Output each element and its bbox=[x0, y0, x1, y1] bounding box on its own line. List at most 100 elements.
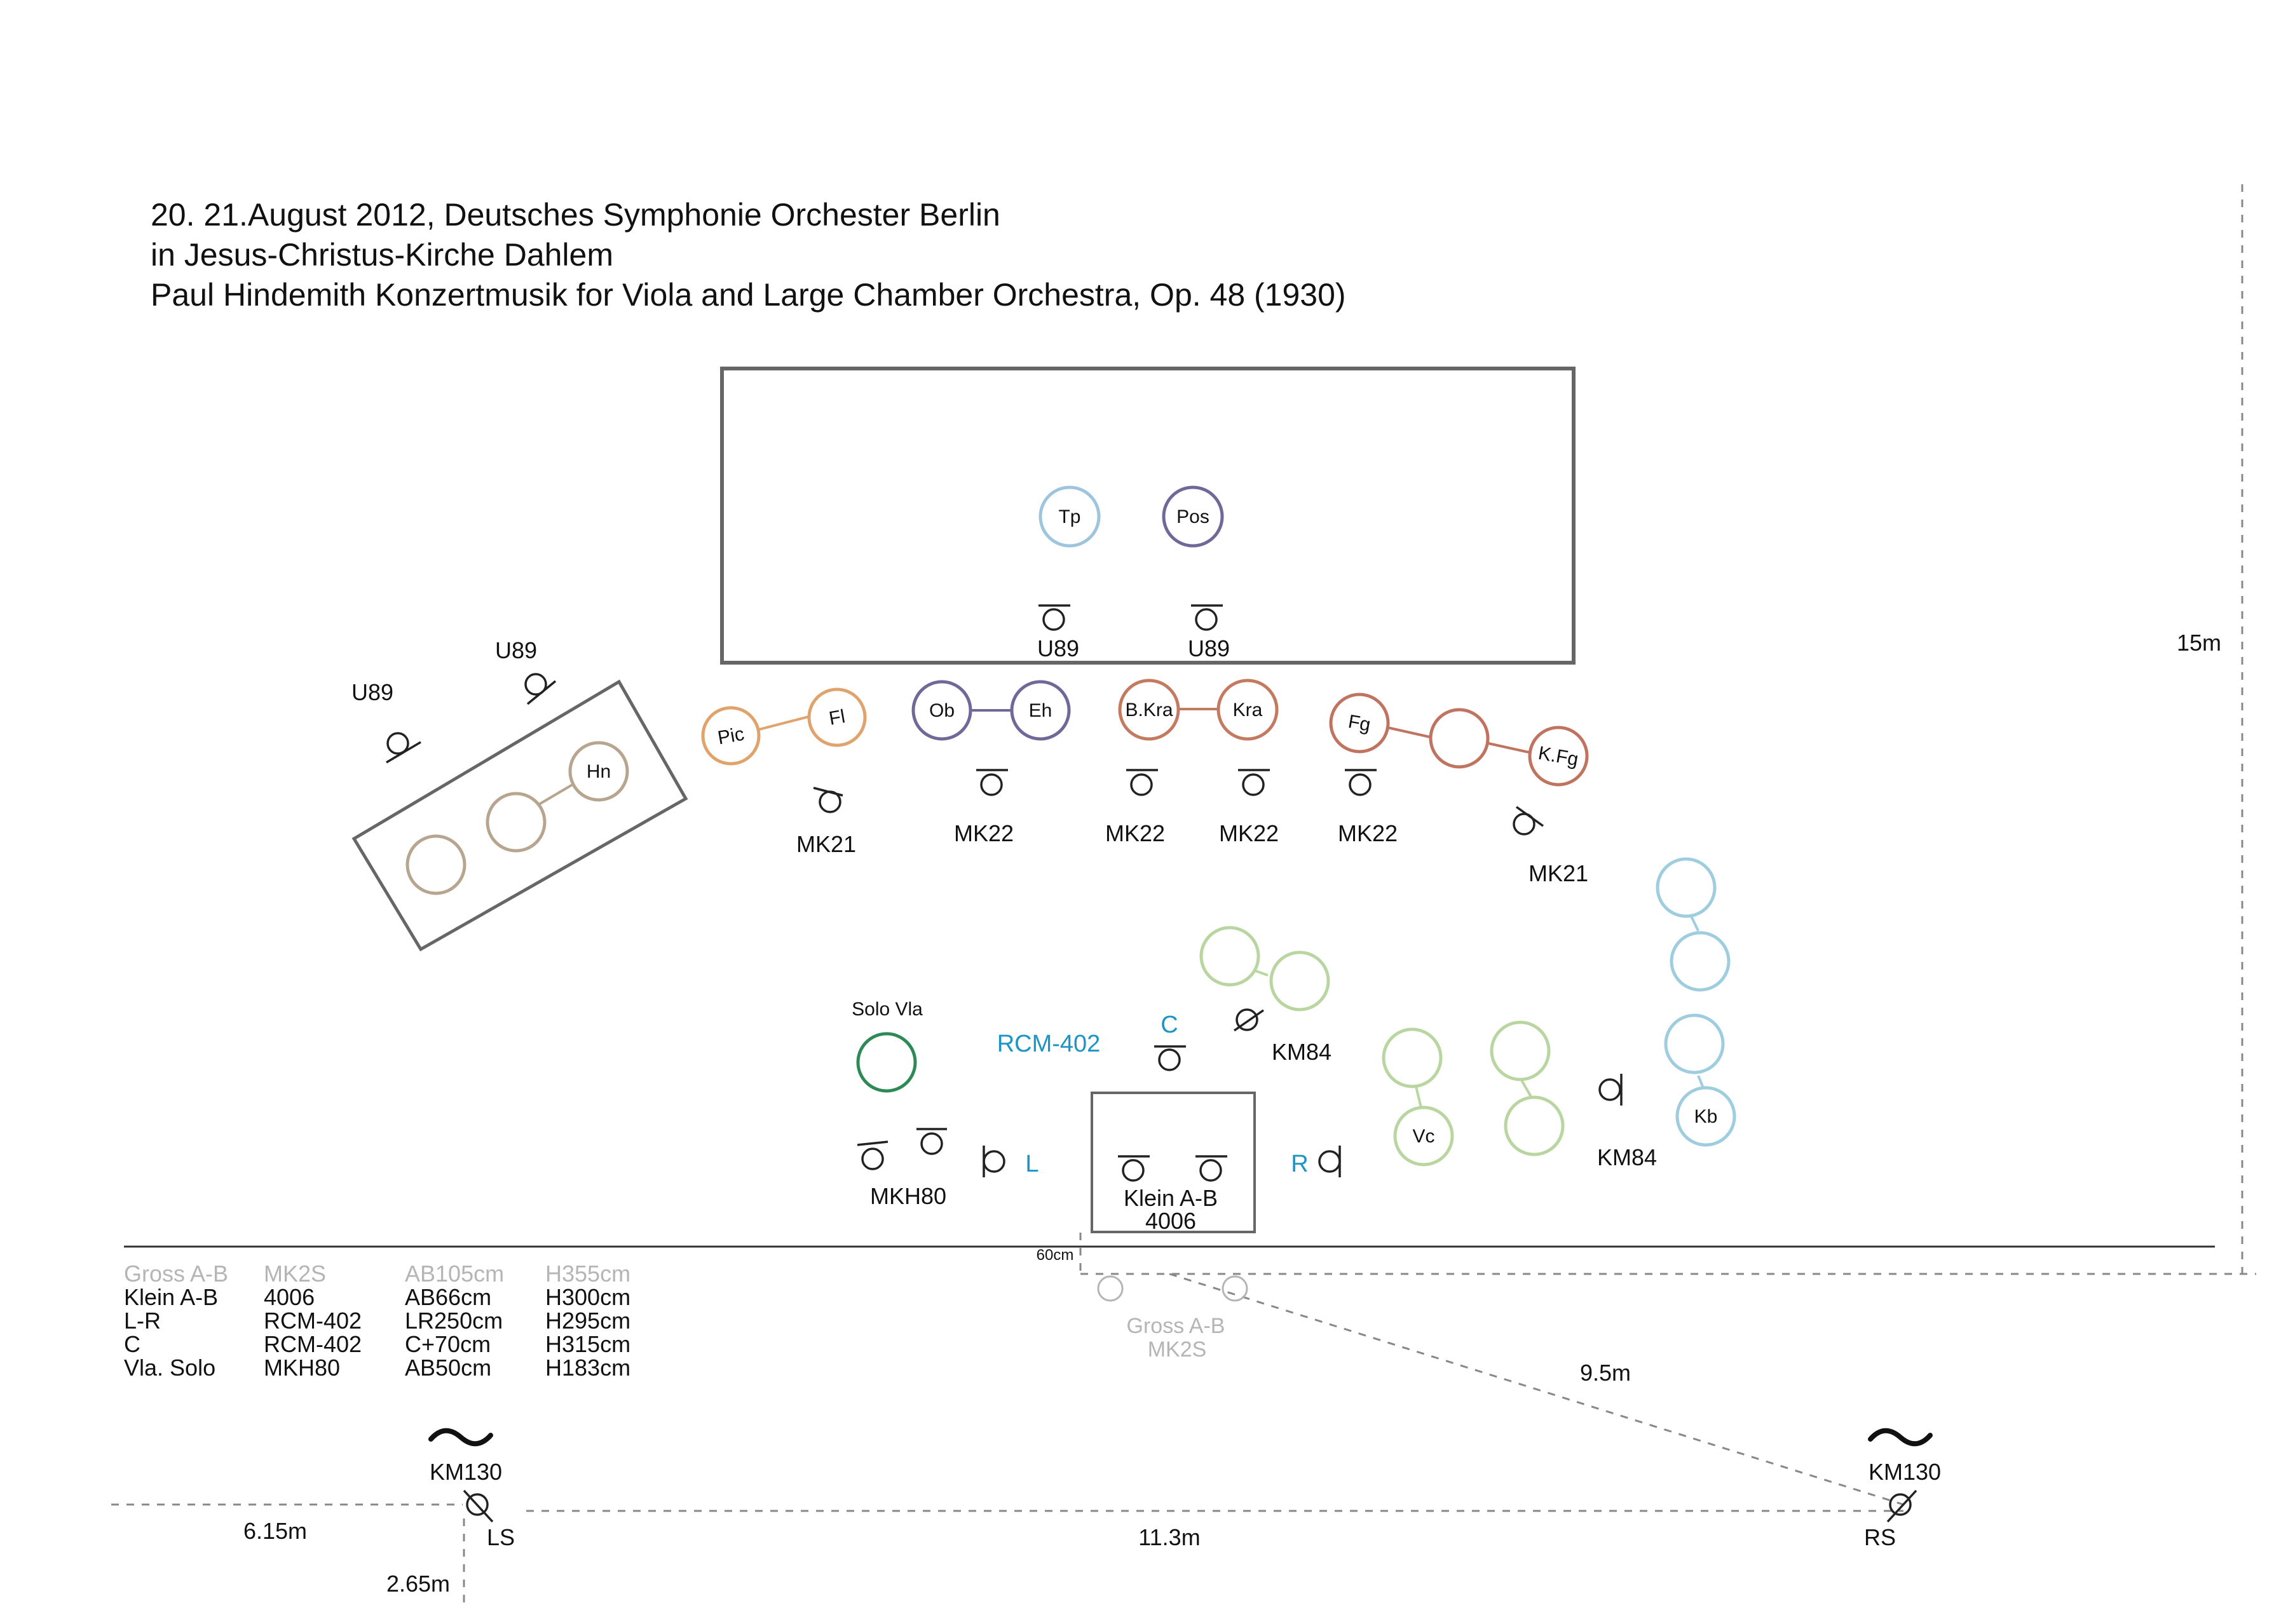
oboe-circle bbox=[911, 680, 972, 741]
mic-labels: U89 U89 U89 U89 MK21 MK22 MK22 MK22 MK22… bbox=[351, 635, 1941, 1550]
title-line-1: 20. 21.August 2012, Deutsches Symphonie … bbox=[151, 197, 1000, 233]
dim-left: 6.15m bbox=[243, 1518, 307, 1544]
horn-circle-3 bbox=[405, 834, 466, 895]
label-km84-upper: KM84 bbox=[1272, 1039, 1331, 1065]
klein-ab-box bbox=[1091, 1092, 1256, 1233]
km130-symbols bbox=[428, 1428, 1933, 1447]
gross-ab-labels: Gross A-B MK2S bbox=[1127, 1314, 1225, 1362]
mic-klein-left-icon bbox=[1118, 1155, 1150, 1182]
dim-diag: 9.5m bbox=[1580, 1360, 1631, 1386]
label-l: L bbox=[1025, 1151, 1038, 1177]
horn-riser bbox=[351, 679, 688, 952]
spec-cell-r1-c2: AB66cm bbox=[405, 1284, 491, 1310]
mic-mk22-fg-icon bbox=[1345, 769, 1377, 796]
label-bkra: B.Kra bbox=[1125, 700, 1173, 721]
spec-cell-r1-c3: H300cm bbox=[545, 1284, 630, 1310]
label-fg: Fg bbox=[1347, 711, 1372, 736]
label-ls: LS bbox=[487, 1524, 515, 1550]
mic-km84-upper-icon bbox=[1234, 1008, 1264, 1032]
contrabassoon-circle bbox=[1528, 726, 1589, 787]
spec-cell-r3-c1: RCM-402 bbox=[264, 1331, 362, 1357]
mic-mk21-left-icon bbox=[813, 787, 843, 813]
label-mk21-right: MK21 bbox=[1528, 860, 1588, 886]
label-ob: Ob bbox=[929, 700, 955, 721]
mic-mk22-bkra-icon bbox=[1126, 769, 1158, 796]
title-block: 20. 21.August 2012, Deutsches Symphonie … bbox=[151, 197, 1346, 313]
spec-cell-r1-c1: 4006 bbox=[264, 1284, 315, 1310]
tilde-left-icon bbox=[428, 1428, 493, 1447]
accent-mic-labels: RCM-402 C L R bbox=[997, 1012, 1309, 1177]
bassoon-circle bbox=[1329, 693, 1390, 754]
spec-cell-r2-c3: H295cm bbox=[545, 1308, 630, 1334]
label-solo-vla: Solo Vla bbox=[852, 999, 923, 1020]
horn-circle-1 bbox=[568, 741, 629, 802]
horn-circle-2 bbox=[486, 792, 547, 853]
dim-depth: 15m bbox=[2177, 630, 2221, 656]
label-mk22-kra: MK22 bbox=[1219, 820, 1279, 846]
spec-cell-r3-c0: C bbox=[124, 1331, 140, 1357]
mic-c-icon bbox=[1154, 1045, 1186, 1071]
spec-cell-r2-c2: LR250cm bbox=[405, 1308, 503, 1334]
label-mk22-oboe: MK22 bbox=[954, 820, 1014, 846]
mic-symbols bbox=[386, 604, 1917, 1523]
flute-circle bbox=[807, 687, 867, 747]
label-eh: Eh bbox=[1029, 700, 1052, 721]
mic-mk21-right-icon bbox=[1513, 806, 1544, 836]
label-kb: Kb bbox=[1694, 1106, 1718, 1127]
cello-circle-2 bbox=[1269, 951, 1330, 1012]
tilde-right-icon bbox=[1868, 1428, 1933, 1447]
spec-cell-r1-c0: Klein A-B bbox=[124, 1284, 218, 1310]
label-c: C bbox=[1161, 1012, 1178, 1038]
spec-cell-r0-c3: H355cm bbox=[545, 1261, 630, 1287]
label-km130-left: KM130 bbox=[430, 1459, 502, 1485]
cello-circle-3 bbox=[1382, 1027, 1443, 1088]
title-line-2: in Jesus-Christus-Kirche Dahlem bbox=[151, 237, 613, 273]
bass-circle-3 bbox=[1664, 1013, 1725, 1074]
mic-ls-icon bbox=[463, 1489, 494, 1523]
mic-r-icon bbox=[1318, 1146, 1341, 1177]
mic-mkh80-2-icon bbox=[916, 1128, 947, 1155]
bass-circle-4 bbox=[1675, 1086, 1736, 1147]
bass-circle-2 bbox=[1670, 931, 1731, 992]
label-pos: Pos bbox=[1176, 506, 1209, 527]
label-u89-horn-left: U89 bbox=[351, 679, 393, 705]
label-u89-horn-right: U89 bbox=[495, 637, 537, 663]
dim-width: 11.3m bbox=[1138, 1524, 1200, 1550]
mic-u89-horn-left-icon bbox=[386, 732, 421, 764]
trumpet-circle bbox=[1038, 485, 1101, 548]
label-u89-pos: U89 bbox=[1188, 635, 1230, 661]
mic-km84-right-icon bbox=[1598, 1074, 1623, 1106]
mic-klein-right-icon bbox=[1195, 1155, 1227, 1182]
label-pic: Pic bbox=[716, 724, 746, 749]
label-rs: RS bbox=[1864, 1524, 1896, 1550]
label-klein-model: 4006 bbox=[1145, 1208, 1196, 1234]
spec-cell-r4-c3: H183cm bbox=[545, 1355, 630, 1381]
instrument-connectors bbox=[538, 708, 1705, 1108]
gross-ab-mics bbox=[1097, 1275, 1248, 1302]
label-r: R bbox=[1291, 1151, 1308, 1177]
spec-cell-r3-c2: C+70cm bbox=[405, 1331, 491, 1357]
spec-cell-r2-c0: L-R bbox=[124, 1308, 161, 1334]
mic-u89-tp-icon bbox=[1038, 604, 1070, 631]
spec-cell-r0-c0: Gross A-B bbox=[124, 1261, 228, 1287]
spec-cell-r3-c3: H315cm bbox=[545, 1331, 630, 1357]
title-line-3: Paul Hindemith Konzertmusik for Viola an… bbox=[151, 277, 1346, 313]
depth-dimension bbox=[111, 184, 2256, 1607]
cello-circle-5 bbox=[1490, 1020, 1551, 1081]
mic-mk22-oboe-icon bbox=[976, 769, 1008, 796]
dimension-labels: 15m 60cm 9.5m 6.15m 11.3m 2.65m bbox=[243, 630, 2221, 1597]
cello-circle-4 bbox=[1393, 1106, 1454, 1167]
spec-cell-r4-c2: AB50cm bbox=[405, 1355, 491, 1381]
clarinet-circle bbox=[1216, 679, 1279, 741]
solo-viola-circle bbox=[856, 1032, 917, 1093]
spec-cell-r0-c1: MK2S bbox=[264, 1261, 326, 1287]
label-gross-model: MK2S bbox=[1148, 1337, 1207, 1362]
label-gross-ab: Gross A-B bbox=[1127, 1314, 1225, 1338]
label-fl: Fl bbox=[827, 706, 847, 729]
spec-cell-r0-c2: AB105cm bbox=[405, 1261, 504, 1287]
mic-u89-horn-right-icon bbox=[524, 673, 557, 705]
label-vc: Vc bbox=[1412, 1126, 1434, 1147]
